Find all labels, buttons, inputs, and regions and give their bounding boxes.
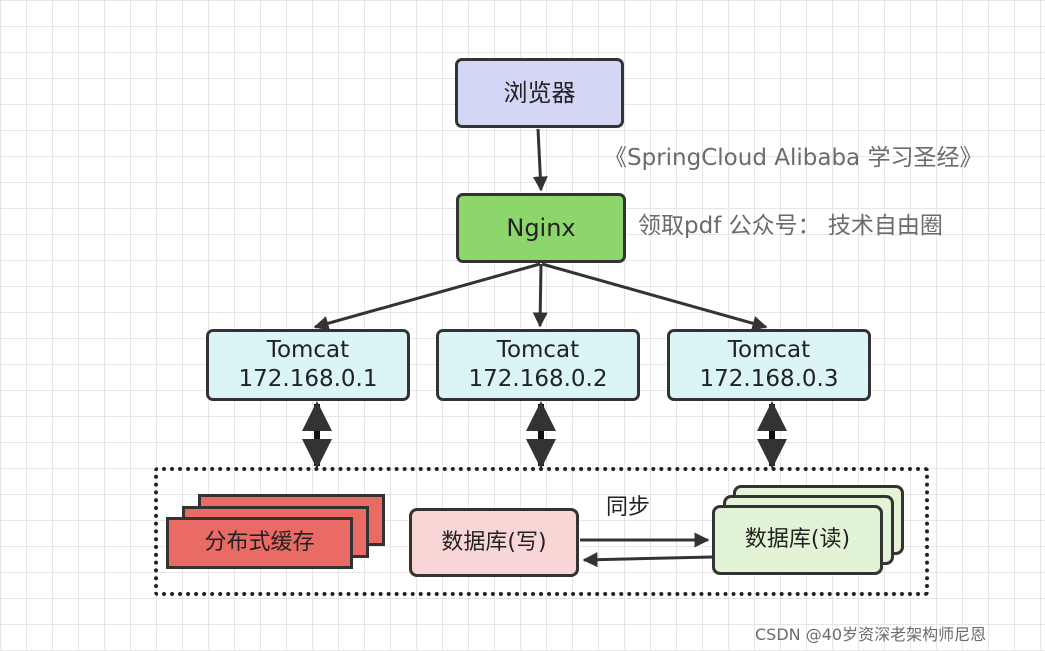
browser-label: 浏览器 [503,79,576,107]
db-write-label: 数据库(写) [441,529,547,555]
cache-label: 分布式缓存 [204,530,315,556]
nginx-label: Nginx [506,214,576,242]
nginx-node: Nginx [456,193,626,263]
tomcat-3-ip: 172.168.0.3 [699,366,839,392]
arrow-nginx-to-tomcat-2 [532,263,548,328]
watermark-public-account: 领取pdf 公众号： 技术自由圈 [638,213,943,239]
db-write-node: 数据库(写) [409,508,579,577]
tomcat-1-name: Tomcat [266,337,350,364]
arrow-nginx-to-tomcat-3 [541,262,768,331]
browser-node: 浏览器 [455,58,624,128]
tomcat-node-1: Tomcat 172.168.0.1 [206,329,410,401]
tomcat-2-name: Tomcat [496,337,580,364]
cache-node: 分布式缓存 [166,517,353,569]
arrow-sync-read-to-write [582,552,713,568]
arrow-nginx-to-tomcat-1 [313,262,541,331]
db-read-node: 数据库(读) [712,505,883,575]
sync-label: 同步 [606,495,651,520]
tomcat-1-ip: 172.168.0.1 [238,366,378,392]
arrow-browser-to-nginx [532,128,548,192]
tomcat-3-name: Tomcat [727,337,811,364]
db-read-label: 数据库(读) [744,527,851,553]
watermark-book-title: 《SpringCloud Alibaba 学习圣经》 [604,145,983,171]
storage-group-box [154,467,929,596]
tomcat-2-ip: 172.168.0.2 [468,366,608,392]
tomcat-node-3: Tomcat 172.168.0.3 [667,329,871,401]
watermark-csdn: CSDN @40岁资深老架构师尼恩 [755,625,987,644]
tomcat-node-2: Tomcat 172.168.0.2 [436,329,640,401]
